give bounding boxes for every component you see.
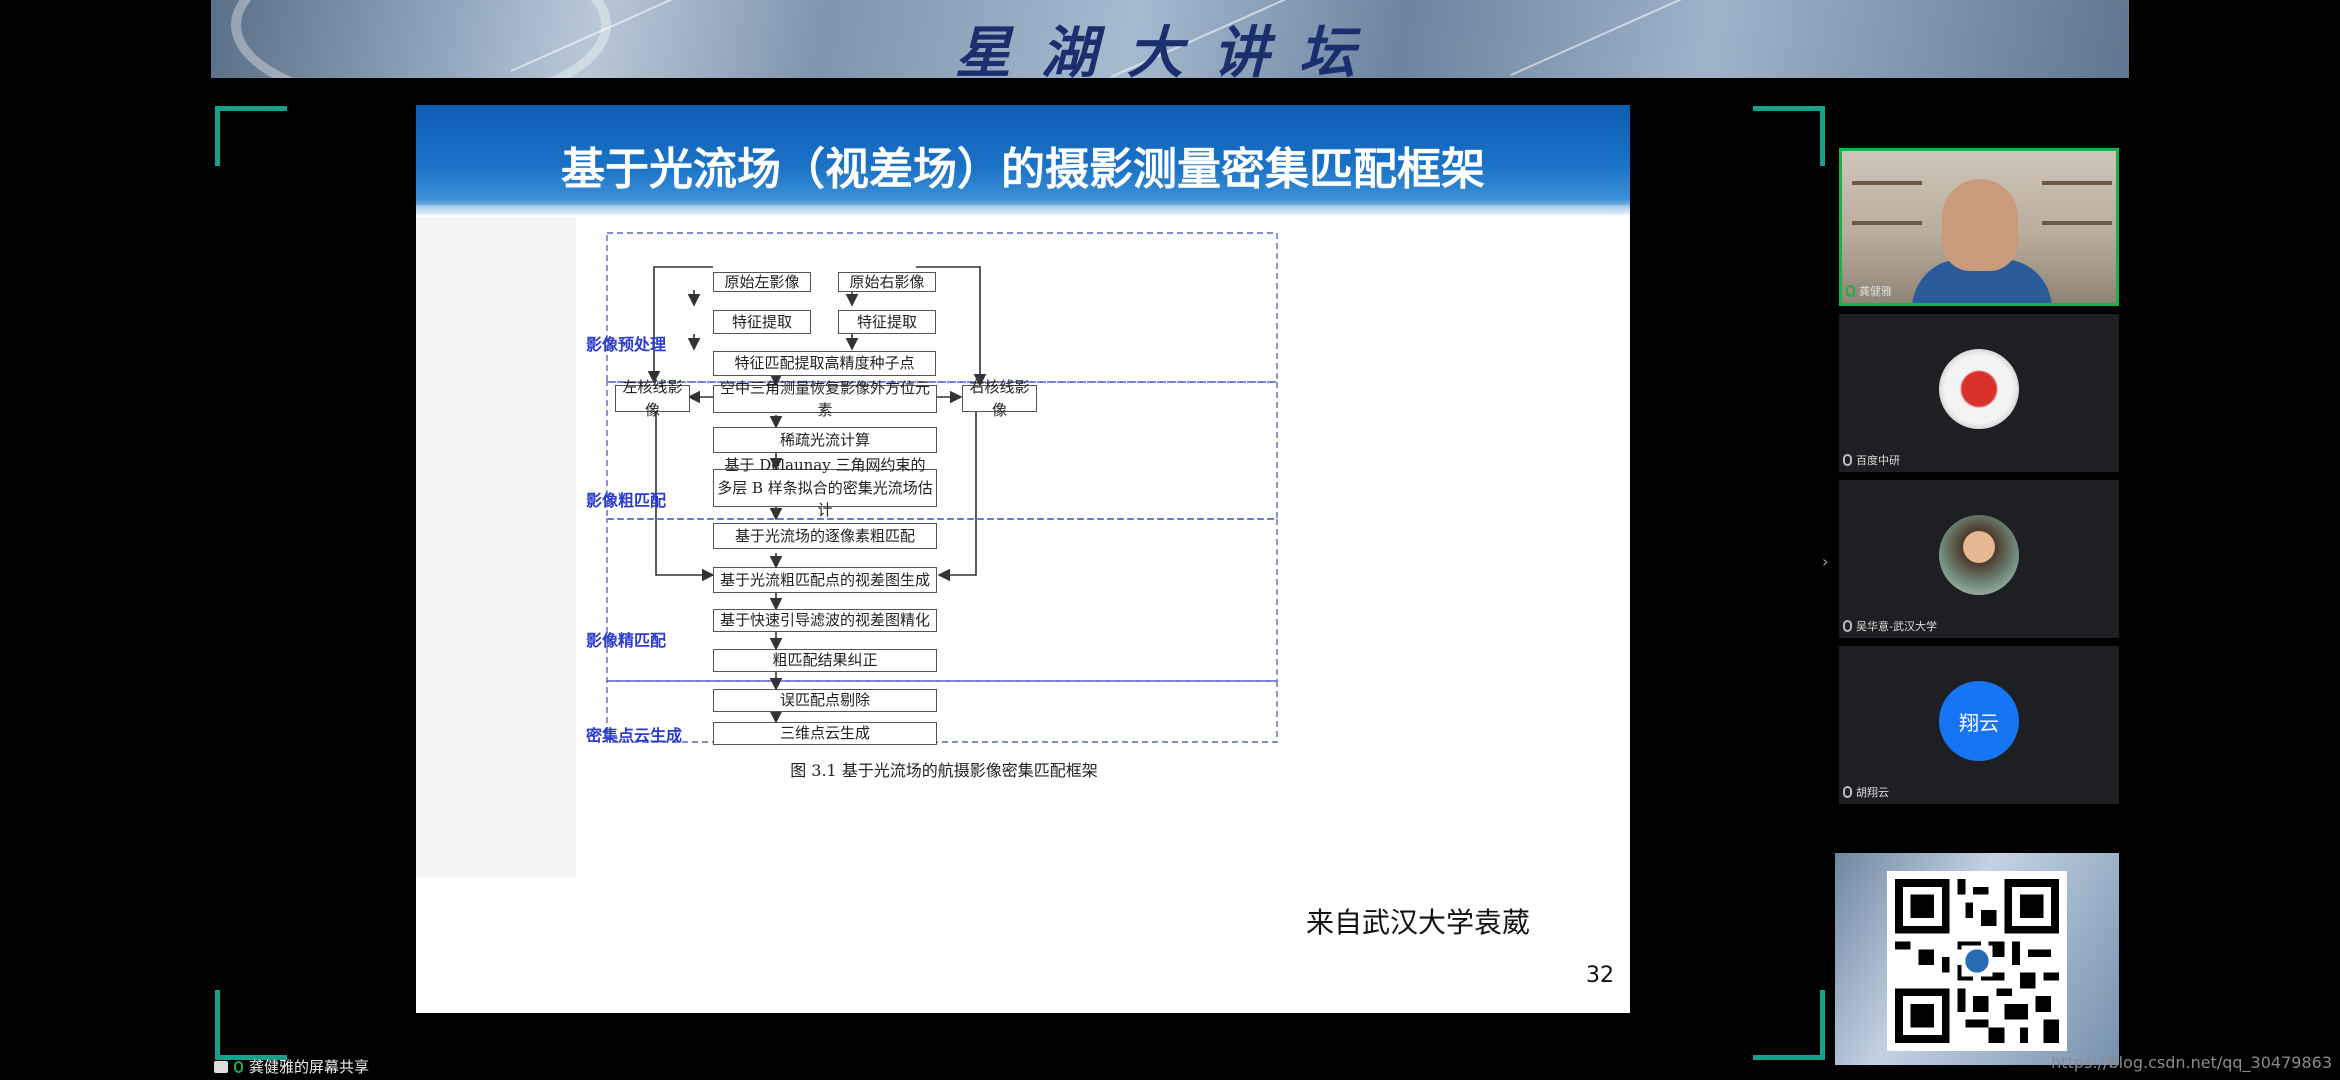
participant-name: 吴华意-武汉大学 [1856,620,1937,633]
shelf [2042,181,2112,185]
slide-page-number: 32 [1586,963,1614,988]
slide-side-panel [416,217,576,877]
speaker-face [1942,179,2018,271]
box-dense-flow-estimation: 基于 Delaunay 三角网约束的 多层 B 样条拟合的密集光流场估计 [713,456,937,519]
slide-header: 基于光流场（视差场）的摄影测量密集匹配框架 [416,105,1630,215]
avatar [1939,515,2019,595]
stage-frame-coarse [606,381,1278,520]
participant-name-row: 百度中研 [1843,452,1900,468]
qr-code [1887,871,2067,1051]
frame-corner [215,106,287,166]
mic-icon [1843,786,1852,798]
box-right-epipolar: 右核线影像 [962,378,1037,419]
box-left-epipolar: 左核线影像 [615,378,690,419]
box-coarse-correct: 粗匹配结果纠正 [713,649,937,672]
box-pixel-coarse-match: 基于光流场的逐像素粗匹配 [713,523,937,549]
participant-name-row: 胡翔云 [1843,784,1889,800]
stage-frame-preprocess [606,232,1278,383]
participant-name-row: 龚健雅 [1846,283,1892,299]
participant-tile-4[interactable]: 翔云 胡翔云 [1839,646,2119,804]
mic-icon [1843,454,1852,466]
avatar: 翔云 [1939,681,2019,761]
mic-icon [1843,620,1852,632]
participant-name: 百度中研 [1856,454,1900,467]
avatar [1939,349,2019,429]
box-feature-extract-left: 特征提取 [713,310,811,334]
screen-share-icon [214,1060,228,1073]
camera-video [1842,151,2116,303]
radio-dish-graphic [231,0,611,78]
mic-icon [234,1060,243,1073]
box-disparity-generation: 基于光流粗匹配点的视差图生成 [713,567,937,593]
source-note: 来自武汉大学袁葳 [1306,906,1531,939]
shared-screen-area: 基于光流场（视差场）的摄影测量密集匹配框架 [211,78,1833,1060]
stage-frame-fine [606,518,1278,682]
box-mismatch-remove: 误匹配点剔除 [713,689,937,712]
stage-frame-pointcloud [606,680,1278,743]
participant-tile-1[interactable]: 龚健雅 [1839,148,2119,306]
flowchart: 原始左影像 原始右影像 特征提取 特征提取 特征匹配提取高精度种子点 左核线影像… [576,217,1312,1011]
stage-label-preprocess: 影像预处理 [586,335,667,354]
participant-tile-2[interactable]: 百度中研 [1839,314,2119,472]
box-sparse-flow: 稀疏光流计算 [713,427,937,453]
frame-corner [215,990,287,1060]
screen-share-label: 龚健雅的屏幕共享 [249,1058,370,1076]
figure-caption: 图 3.1 基于光流场的航摄影像密集匹配框架 [790,761,1098,780]
slide-title: 基于光流场（视差场）的摄影测量密集匹配框架 [561,144,1485,195]
stage-label-fine: 影像精匹配 [586,631,667,650]
chevron-right-icon[interactable]: › [1822,552,1829,571]
box-point-cloud: 三维点云生成 [713,722,937,745]
qr-code-icon [1895,879,2059,1043]
box-feature-match: 特征匹配提取高精度种子点 [713,351,936,376]
participant-name: 胡翔云 [1856,786,1889,799]
stage-label-coarse: 影像粗匹配 [586,491,667,510]
participant-name-row: 吴华意-武汉大学 [1843,618,1937,634]
box-right-raw-image: 原始右影像 [838,272,936,292]
box-left-raw-image: 原始左影像 [713,272,811,292]
qr-code-overlay [1835,853,2119,1065]
frame-corner [1753,106,1825,166]
participant-tile-3[interactable]: 吴华意-武汉大学 [1839,480,2119,638]
screen-share-indicator[interactable]: 龚健雅的屏幕共享 [214,1056,369,1077]
box-feature-extract-right: 特征提取 [838,310,936,334]
mic-icon [1846,285,1855,297]
box-disparity-refine: 基于快速引导滤波的视差图精化 [713,609,937,632]
shelf [1852,221,1922,225]
flowchart-connectors [606,232,1278,743]
watermark-url: https://blog.csdn.net/qq_30479863 [2051,1053,2332,1072]
box-aerotriangulation: 空中三角测量恢复影像外方位元素 [713,379,937,419]
shelf [2042,221,2112,225]
presentation-slide: 基于光流场（视差场）的摄影测量密集匹配框架 [416,105,1630,1013]
banner-title: 星湖大讲坛 [955,20,1385,78]
box-dense-flow-line2: 多层 B 样条拟合的密集光流场估计 [717,478,933,520]
stage-label-pointcloud: 密集点云生成 [586,726,683,745]
event-banner: 星湖大讲坛 [211,0,2129,78]
shelf [1852,181,1922,185]
participant-name: 龚健雅 [1859,285,1892,298]
box-dense-flow-line1: 基于 Delaunay 三角网约束的 [724,456,926,475]
frame-corner [1753,990,1825,1060]
